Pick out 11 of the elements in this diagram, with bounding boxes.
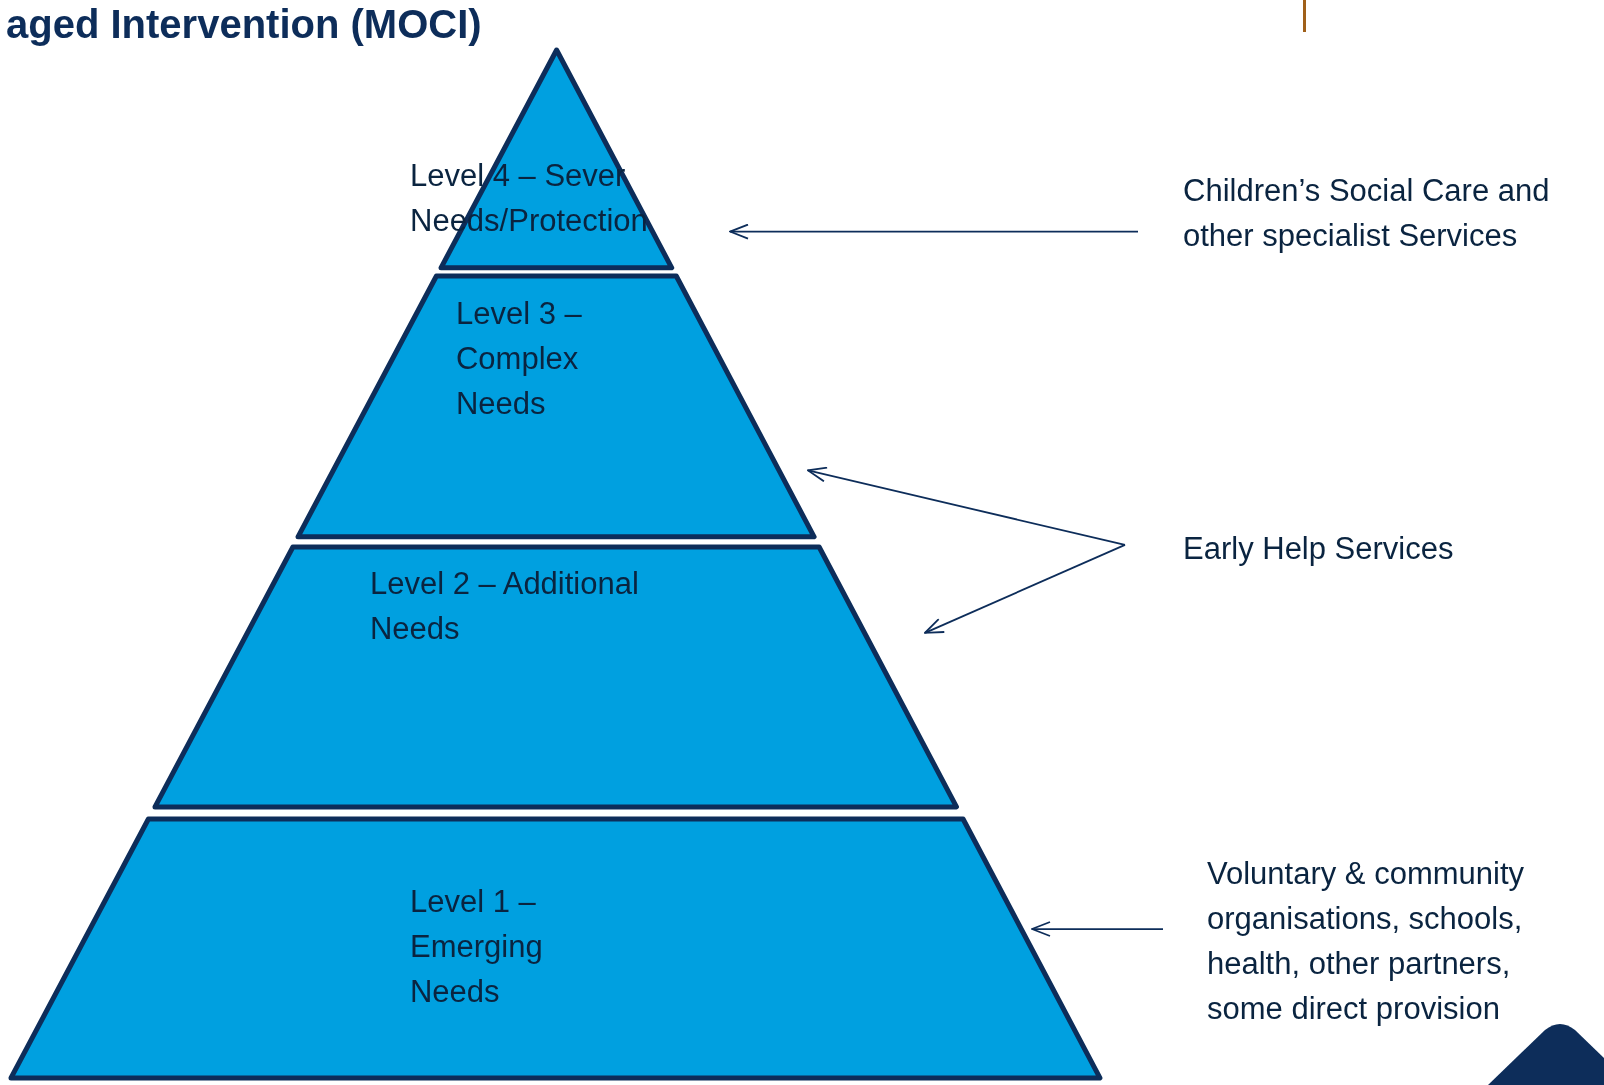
- service-label: Voluntary & community organisations, schools, health, other partners, some direct provision: [1207, 850, 1572, 1031]
- tier-label: Level 2 – Additional Needs: [370, 565, 640, 649]
- tier-label: Level 1 – Emerging Needs: [410, 883, 544, 1012]
- slide-title: aged Intervention (MOCI): [6, 2, 482, 46]
- arrow: [1031, 921, 1164, 937]
- service-label: Children’s Social Care and other specialist Services: [1183, 167, 1553, 258]
- arrow: [924, 544, 1126, 634]
- arrow: [729, 223, 1139, 240]
- tier-label: Level 3 – Complex Needs: [456, 294, 583, 423]
- service-label: Early Help Services: [1183, 525, 1543, 571]
- arrow: [807, 466, 1126, 546]
